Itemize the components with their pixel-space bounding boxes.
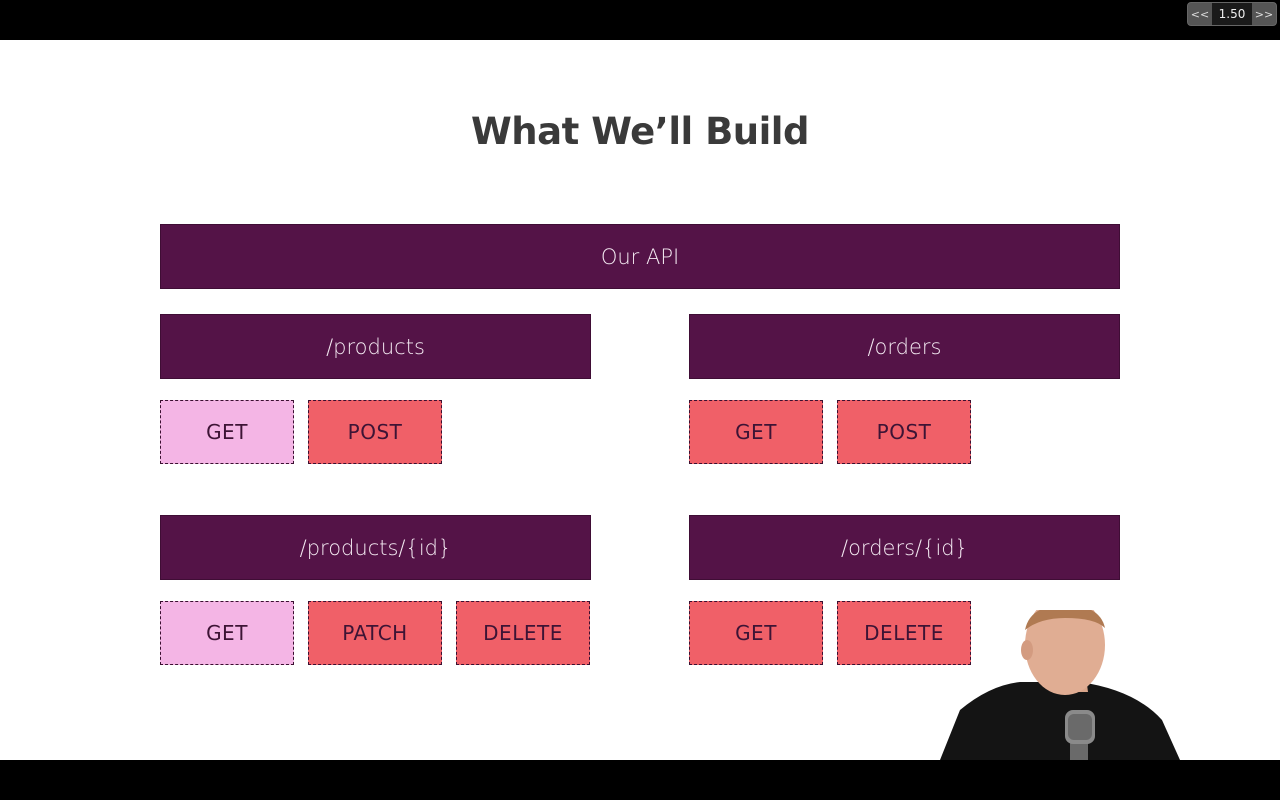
orders-route-bar: /orders — [689, 314, 1120, 379]
playback-speed-value: 1.50 — [1212, 3, 1252, 25]
products-post-method: POST — [308, 400, 442, 464]
product-id-delete-method: DELETE — [456, 601, 590, 665]
order-id-delete-method: DELETE — [837, 601, 971, 665]
playback-speed-control: << 1.50 >> — [1187, 2, 1277, 26]
video-bottom-bar — [0, 760, 1280, 800]
order-id-get-method: GET — [689, 601, 823, 665]
speed-decrease-button[interactable]: << — [1190, 7, 1210, 21]
video-top-bar: << 1.50 >> — [0, 0, 1280, 40]
product-id-route-bar: /products/{id} — [160, 515, 591, 580]
products-route-bar: /products — [160, 314, 591, 379]
order-id-route-bar: /orders/{id} — [689, 515, 1120, 580]
product-id-get-method: GET — [160, 601, 294, 665]
api-root-bar: Our API — [160, 224, 1120, 289]
products-get-method: GET — [160, 400, 294, 464]
presenter-webcam-icon — [940, 610, 1180, 760]
speed-increase-button[interactable]: >> — [1254, 7, 1274, 21]
presentation-slide: What We’ll Build Our API /products GET P… — [0, 40, 1280, 760]
product-id-patch-method: PATCH — [308, 601, 442, 665]
orders-post-method: POST — [837, 400, 971, 464]
slide-title: What We’ll Build — [471, 110, 809, 153]
orders-get-method: GET — [689, 400, 823, 464]
